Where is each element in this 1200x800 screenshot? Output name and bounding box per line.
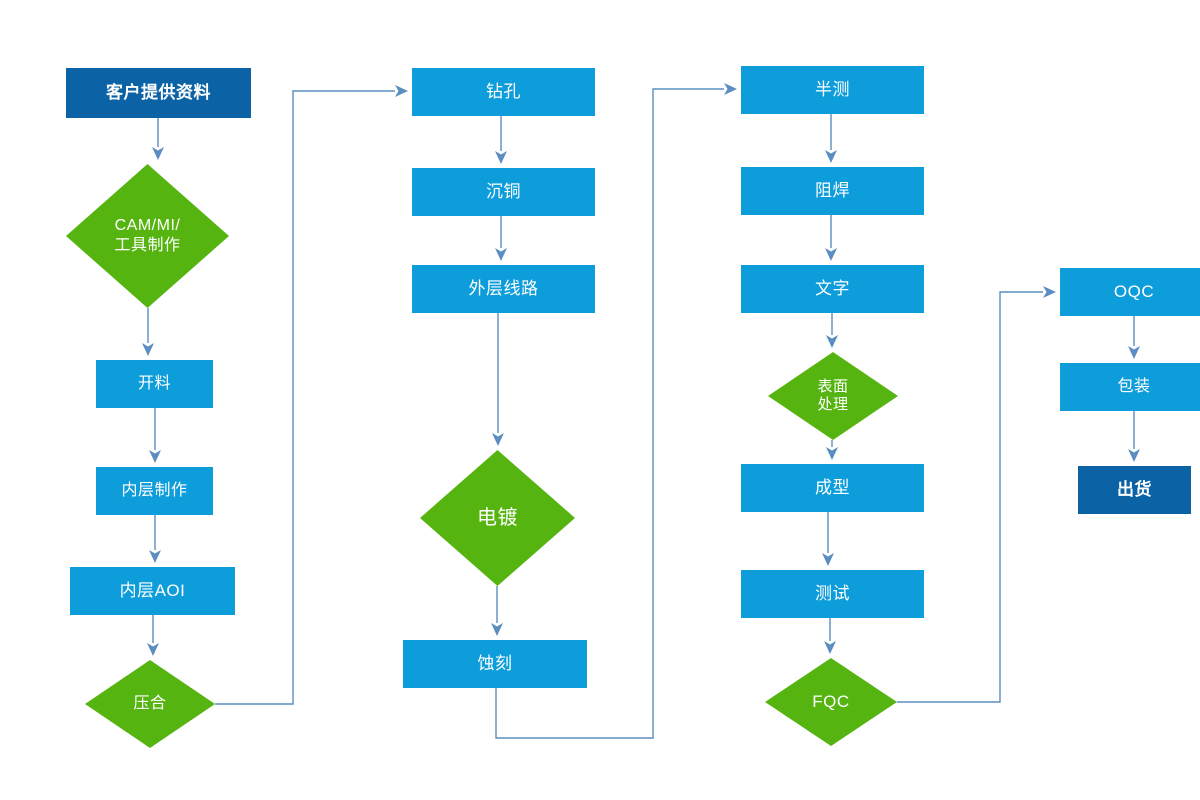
node-label-etching: 蚀刻	[477, 653, 513, 673]
node-shipping[interactable]: 出货	[1078, 466, 1191, 514]
node-lamination[interactable]: 压合	[85, 660, 215, 748]
arrowhead-icon	[395, 85, 408, 97]
connector-testing-to-fqc	[824, 618, 836, 654]
connector-profiling-to-testing	[822, 512, 834, 566]
node-client-data[interactable]: 客户提供资料	[66, 68, 251, 118]
node-label-outer-layer-circuit: 外层线路	[468, 278, 539, 298]
node-drilling[interactable]: 钻孔	[412, 68, 595, 116]
node-outer-layer-circuit[interactable]: 外层线路	[412, 265, 595, 313]
node-label-cutting: 开料	[137, 375, 171, 393]
node-label-electroplating: 电镀	[477, 506, 518, 529]
arrowhead-icon	[1128, 449, 1140, 462]
connector-outer-layer-to-electroplating	[492, 313, 504, 446]
connector-aoi-to-lamination	[147, 615, 159, 656]
node-label-cam-mi-tooling: CAM/MI/ 工具制作	[114, 217, 181, 254]
arrowhead-icon	[495, 248, 507, 261]
connector-electroplating-to-etching	[491, 586, 503, 636]
node-label-profiling: 成型	[815, 477, 850, 497]
arrowhead-icon	[822, 553, 834, 566]
connector-lamination-to-drilling	[215, 85, 408, 705]
node-half-test[interactable]: 半测	[741, 66, 924, 114]
arrowhead-icon	[491, 623, 503, 636]
connector-etching-to-half-test	[495, 83, 737, 739]
node-label-shipping: 出货	[1117, 479, 1152, 499]
arrowhead-icon	[147, 643, 159, 656]
node-surface-finish[interactable]: 表面 处理	[768, 352, 898, 440]
arrowhead-icon	[826, 335, 838, 348]
connector-cutting-to-inner-layer	[149, 408, 161, 463]
node-etching[interactable]: 蚀刻	[403, 640, 587, 688]
node-label-solder-mask: 阻焊	[815, 180, 850, 200]
arrowhead-icon	[1128, 346, 1140, 359]
node-electroplating[interactable]: 电镀	[420, 450, 575, 586]
connector-half-test-to-solder-mask	[825, 114, 837, 163]
node-label-copper-deposition: 沉铜	[486, 181, 521, 201]
node-label-packaging: 包装	[1117, 378, 1151, 396]
node-inner-layer-aoi[interactable]: 内层AOI	[70, 567, 235, 615]
node-fqc[interactable]: FQC	[765, 658, 897, 746]
arrowhead-icon	[492, 433, 504, 446]
connector-line	[495, 88, 724, 739]
arrowhead-icon	[824, 641, 836, 654]
node-label-inner-layer-aoi: 内层AOI	[119, 580, 186, 600]
arrowhead-icon	[149, 450, 161, 463]
node-solder-mask[interactable]: 阻焊	[741, 167, 924, 215]
connector-surface-finish-to-profiling	[826, 440, 838, 460]
connector-line	[215, 90, 395, 705]
arrowhead-icon	[826, 447, 838, 460]
connector-oqc-to-packaging	[1128, 316, 1140, 359]
node-profiling[interactable]: 成型	[741, 464, 924, 512]
arrowhead-icon	[152, 147, 164, 160]
arrowhead-icon	[1043, 286, 1056, 298]
arrowhead-icon	[825, 150, 837, 163]
connector-inner-layer-to-aoi	[149, 515, 161, 563]
connector-drilling-to-copper	[495, 116, 507, 164]
connector-packaging-to-shipping	[1128, 411, 1140, 462]
node-oqc[interactable]: OQC	[1060, 268, 1200, 316]
node-testing[interactable]: 测试	[741, 570, 924, 618]
node-cutting[interactable]: 开料	[96, 360, 213, 408]
node-label-legend-text: 文字	[815, 278, 850, 298]
node-inner-layer[interactable]: 内层制作	[96, 467, 213, 515]
node-label-drilling: 钻孔	[486, 81, 521, 101]
node-label-fqc: FQC	[812, 691, 850, 711]
arrowhead-icon	[825, 248, 837, 261]
node-label-lamination: 压合	[133, 695, 167, 713]
arrowhead-icon	[495, 151, 507, 164]
connector-copper-to-outer-layer	[495, 216, 507, 261]
arrowhead-icon	[142, 343, 154, 356]
connector-legend-to-surface-finish	[826, 313, 838, 348]
node-label-testing: 测试	[815, 583, 850, 603]
connector-client-data-to-cam	[152, 118, 164, 160]
arrowhead-icon	[149, 550, 161, 563]
node-label-surface-finish: 表面 处理	[817, 377, 849, 413]
connector-fqc-to-oqc	[897, 286, 1056, 703]
node-cam-mi-tooling[interactable]: CAM/MI/ 工具制作	[66, 164, 229, 308]
node-label-inner-layer: 内层制作	[121, 482, 188, 500]
node-label-oqc: OQC	[1113, 281, 1155, 301]
connector-solder-mask-to-legend	[825, 215, 837, 261]
connector-line	[897, 291, 1043, 703]
connector-cam-to-cutting	[142, 308, 154, 356]
node-copper-deposition[interactable]: 沉铜	[412, 168, 595, 216]
node-packaging[interactable]: 包装	[1060, 363, 1200, 411]
arrowhead-icon	[724, 83, 737, 95]
node-label-half-test: 半测	[815, 79, 850, 99]
node-legend-text[interactable]: 文字	[741, 265, 924, 313]
node-label-client-data: 客户提供资料	[106, 82, 211, 102]
